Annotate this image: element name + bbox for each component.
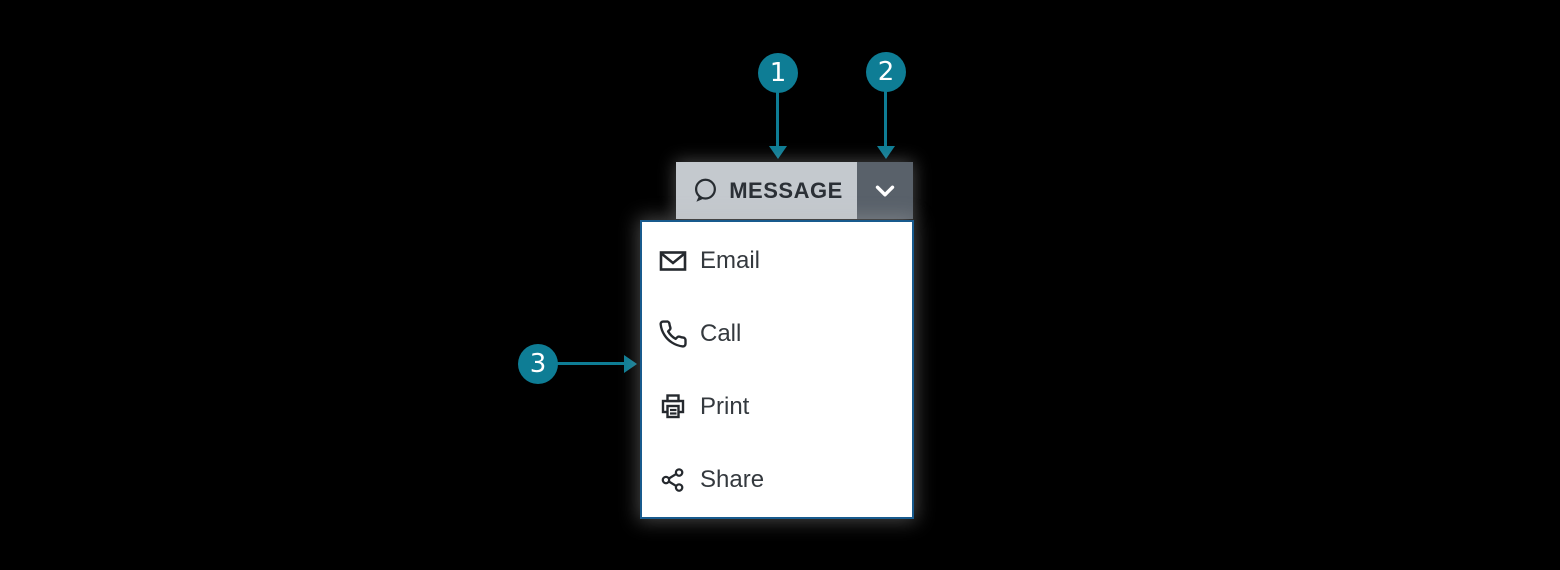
message-button[interactable]: MESSAGE [676, 162, 857, 219]
chevron-down-icon [870, 176, 900, 206]
speech-bubble-icon [690, 176, 720, 206]
callout-arrow-2 [884, 91, 887, 148]
callout-number: 2 [877, 57, 895, 87]
menu-item-label: Print [700, 392, 750, 420]
envelope-icon [657, 245, 689, 277]
menu-item-email[interactable]: Email [642, 224, 912, 297]
phone-icon [657, 318, 689, 350]
callout-number: 3 [529, 349, 547, 379]
menu-item-call[interactable]: Call [642, 297, 912, 370]
callout-arrowhead-1 [769, 146, 787, 159]
callout-arrowhead-3 [624, 355, 637, 373]
dropdown-toggle-button[interactable] [857, 162, 913, 219]
menu-item-label: Call [700, 319, 742, 347]
callout-arrowhead-2 [877, 146, 895, 159]
menu-item-share[interactable]: Share [642, 444, 912, 517]
menu-item-label: Share [700, 466, 765, 494]
share-icon [657, 464, 689, 496]
callout-number: 1 [769, 58, 787, 88]
callout-marker-1: 1 [758, 53, 798, 93]
callout-arrow-3 [556, 362, 625, 365]
message-split-button: MESSAGE [676, 162, 913, 219]
callout-arrow-1 [776, 92, 779, 148]
message-button-label: MESSAGE [729, 177, 843, 203]
callout-marker-2: 2 [866, 52, 906, 92]
dropdown-menu-panel: Email Call Print [640, 220, 914, 519]
printer-icon [657, 391, 689, 423]
menu-item-label: Email [700, 246, 761, 274]
callout-marker-3: 3 [518, 344, 558, 384]
menu-item-print[interactable]: Print [642, 370, 912, 443]
